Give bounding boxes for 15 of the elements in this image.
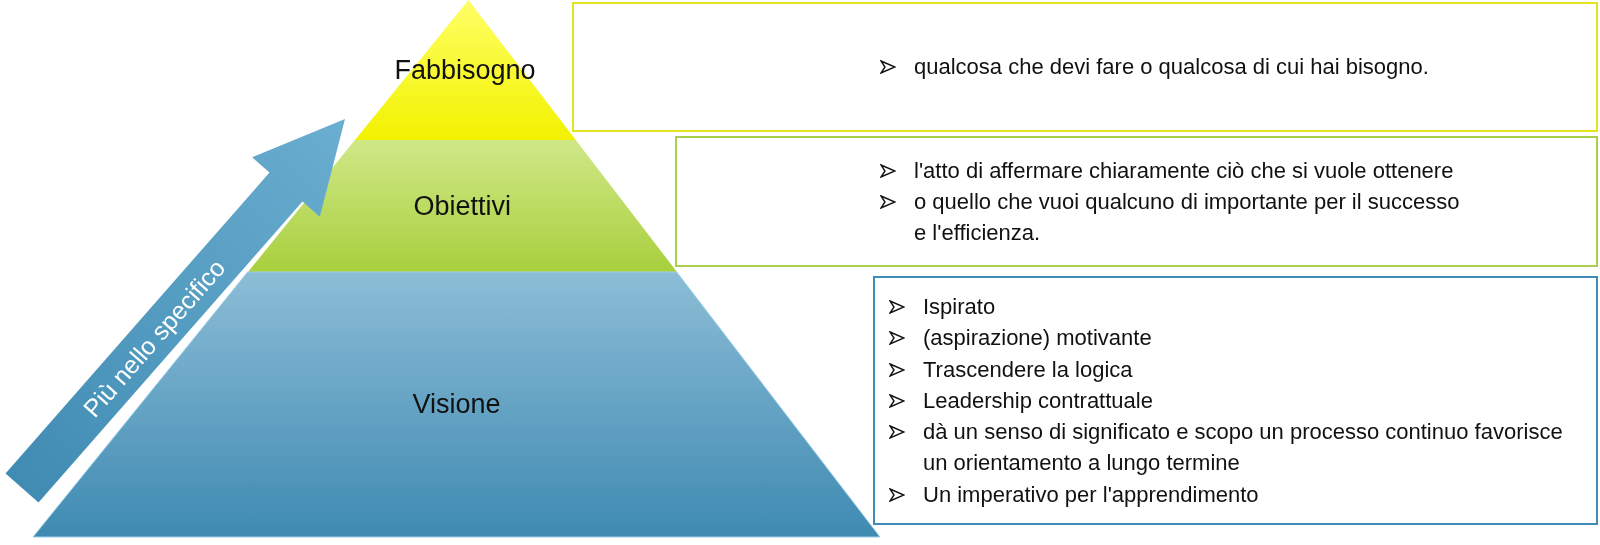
bullet-text: Un imperativo per l'apprendimento [883,478,1573,510]
bullet-text: (aspirazione) motivante [883,322,1573,354]
pyramid-tier [354,0,576,140]
description-box [873,276,1598,525]
bullet-text: dà un senso di significato e scopo un processo continuo favorisce un orientamento a lungo termine [883,416,1573,479]
tier-title: Visione [412,389,501,420]
bullet-text: l'atto di affermare chiaramente ciò che si vuole ottenere [874,154,1474,186]
bullet-text: Trascendere la logica [883,353,1573,385]
bullet-text: Ispirato [883,291,1573,323]
description-box [572,2,1598,132]
bullet-text: qualcosa che devi fare o qualcosa di cui hai bisogno. [874,51,1564,83]
bullet-text: Leadership contrattuale [883,384,1573,417]
description-box [675,136,1598,267]
tier-title: Obiettivi [413,190,511,222]
bullet-text: o quello che vuoi qualcuno di importante per il successo e l'efficienza. [874,185,1474,249]
